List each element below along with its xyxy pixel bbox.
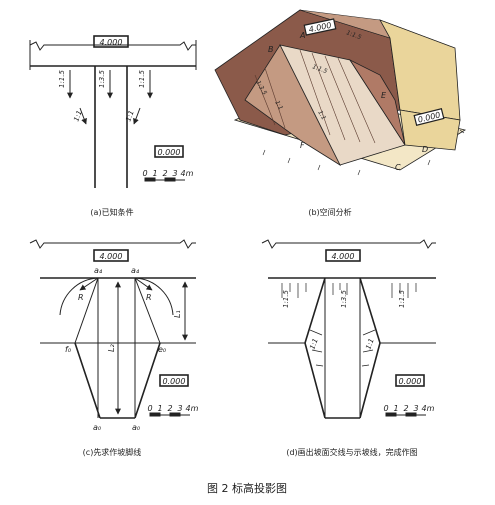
point-c-label: C [395,163,401,172]
label-l2: L₂ [107,344,116,352]
scale-tick-2: 2 [162,169,167,178]
scale-tick-3: 3 [177,404,182,413]
panel-c [29,239,196,419]
label-l1: L₁ [173,310,182,318]
panel-b-slope-b: 1:1.5 [311,63,328,75]
panel-a-ramp-left: 1:1 [72,109,83,122]
label-radius-left: R [78,293,84,302]
panel-b-slope-d: 1:1 [273,100,284,112]
label-e0: e₀ [158,345,167,354]
panel-b-caption: (b)空间分析 [308,207,351,217]
scale-tick-4: 4m [181,169,194,178]
label-f0: f₀ [65,345,72,354]
label-a0-left: a₀ [93,423,102,432]
panel-a-labels: 4.000 0.000 1:1.5 1:3.5 1:1.5 1:1 1:1 0 … [58,38,194,217]
scale-tick-2: 2 [403,404,408,413]
label-a0-right: a₀ [132,423,141,432]
panel-a-slope-mid: 1:3.5 [98,70,106,88]
scale-tick-4: 4m [422,404,435,413]
label-a4-right: a₄ [131,266,140,275]
point-e-label: E [381,91,387,100]
panel-c-bottom-elevation: 0.000 [163,377,186,386]
point-f-label: F [300,141,305,150]
panel-d-bottom-elevation: 0.000 [399,377,422,386]
panel-d-slope-left: 1:1.5 [282,290,290,308]
panel-a [29,35,197,188]
panel-b-slope-e: 1:1 [316,110,327,122]
panel-d-ramp-right: 1:1 [364,337,375,350]
panel-c-scale: 0 1 2 3 4m [147,404,198,413]
panel-d-ramp-left: 1:1 [308,337,319,350]
point-a-label: A [299,31,305,40]
panel-d-top-elevation: 4.000 [332,252,355,261]
panel-a-scale: 0 1 2 3 4m [142,169,193,178]
scale-tick-1: 1 [152,169,157,178]
figure-title: 图 2 标高投影图 [207,481,287,495]
ramp-right-side [348,58,406,146]
panel-a-caption: (a)已知条件 [90,207,133,217]
point-b-label: B [268,45,274,54]
panel-a-bottom-elevation: 0.000 [158,148,181,157]
panel-d [261,239,436,419]
panel-d-slope-mid: 1:3.5 [340,290,348,308]
panel-b-slope-a: 1:1.5 [345,29,362,41]
scale-tick-0: 0 [383,404,388,413]
scale-tick-3: 3 [172,169,177,178]
point-d-label: D [422,145,428,154]
panel-d-labels: 4.000 0.000 1:1.5 1:3.5 1:1.5 1:1 1:1 0 … [282,252,435,457]
scale-tick-1: 1 [157,404,162,413]
panel-c-caption: (c)先求作坡脚线 [83,447,142,457]
panel-c-top-elevation: 4.000 [100,252,123,261]
ramp-left-side [244,44,341,167]
panel-a-ramp-right: 1:1 [124,109,135,122]
label-radius-right: R [146,293,152,302]
panel-d-scale: 0 1 2 3 4m [383,404,434,413]
scale-tick-0: 0 [147,404,152,413]
panel-d-caption: (d)画出坡面交线与示坡线，完成作图 [286,447,417,457]
scale-tick-3: 3 [413,404,418,413]
scale-tick-1: 1 [393,404,398,413]
label-a4-left: a₄ [94,266,103,275]
panel-a-slope-left: 1:1.5 [58,70,66,88]
panel-d-slope-right: 1:1.5 [398,290,406,308]
scale-tick-0: 0 [142,169,147,178]
panel-c-labels: 4.000 0.000 a₄ a₄ a₀ a₀ f₀ e₀ R R L₁ L₂ … [65,252,199,457]
scale-tick-4: 4m [186,404,199,413]
scale-tick-2: 2 [167,404,172,413]
panel-a-top-elevation: 4.000 [100,38,123,47]
panel-b [214,9,467,176]
panel-a-slope-right: 1:1.5 [138,70,146,88]
